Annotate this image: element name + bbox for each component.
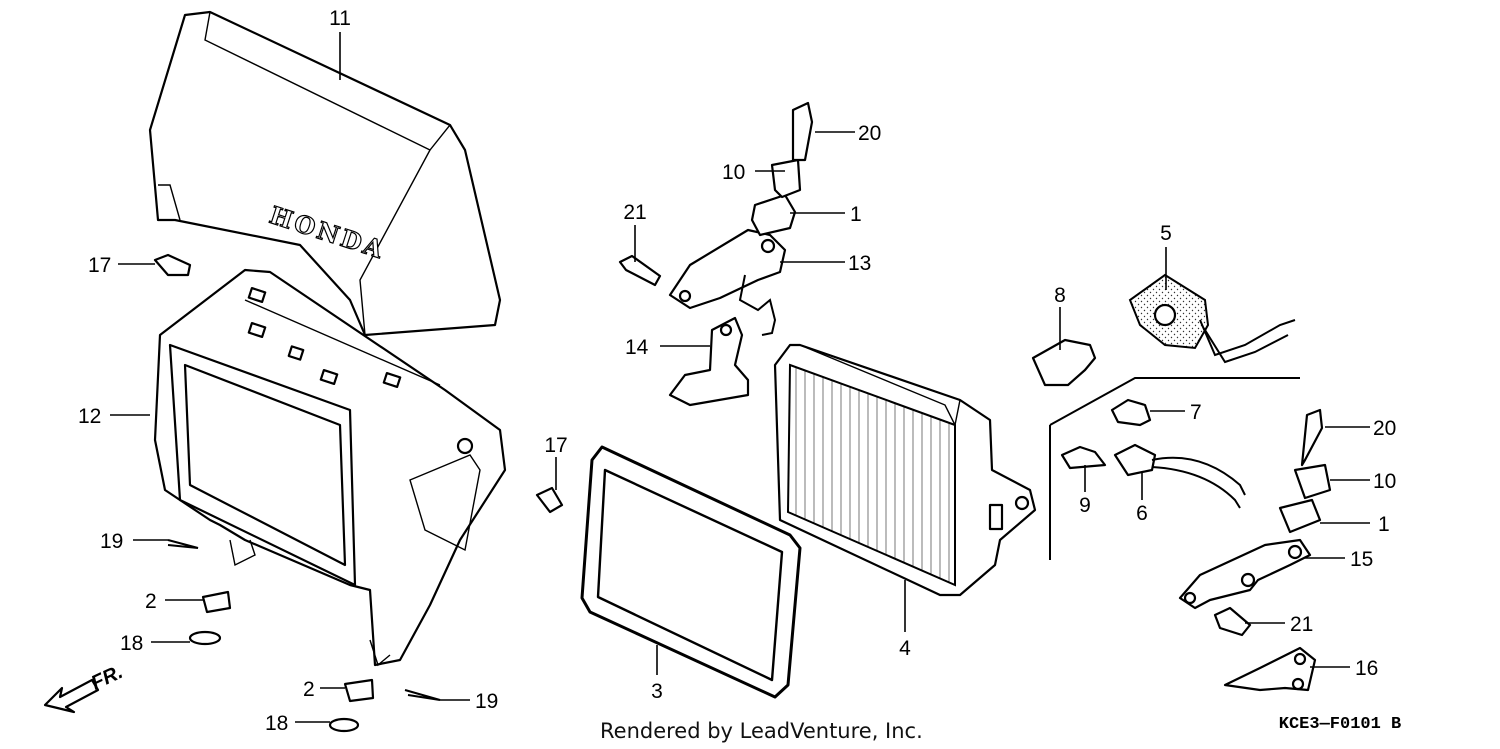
callout-17-left: 17 xyxy=(88,254,111,277)
callout-1-upper: 1 xyxy=(850,203,862,226)
callout-2-right: 2 xyxy=(303,678,315,701)
callout-11: 11 xyxy=(329,7,351,30)
visor-part-11: HONDA xyxy=(148,10,502,337)
sub-assembly-divider xyxy=(1049,377,1300,560)
bracket-part-14 xyxy=(668,316,750,407)
upper-mount-assembly xyxy=(618,101,814,336)
callout-6: 6 xyxy=(1136,502,1148,525)
callout-17-right: 17 xyxy=(544,434,567,457)
bulbs-and-sockets xyxy=(1031,338,1246,509)
headlight-unit-part-4 xyxy=(773,343,1037,597)
callout-1-lower: 1 xyxy=(1378,513,1390,536)
callout-4: 4 xyxy=(899,637,911,660)
bolts-part-17 xyxy=(153,253,564,514)
headlight-case-part-12 xyxy=(153,268,507,667)
callout-7: 7 xyxy=(1190,401,1202,424)
callout-20-upper: 20 xyxy=(858,122,881,145)
render-credit: Rendered by LeadVenture, Inc. xyxy=(600,719,923,743)
callout-5: 5 xyxy=(1160,222,1172,245)
callout-8: 8 xyxy=(1054,284,1066,307)
right-mount-assembly xyxy=(1178,408,1332,692)
callout-2-left: 2 xyxy=(145,590,157,613)
callout-19-right: 19 xyxy=(475,690,498,713)
callout-12: 12 xyxy=(78,405,101,428)
drawing-code: KCE3—F0101 B xyxy=(1279,715,1401,734)
callout-labels: 11 20 10 21 1 13 5 17 8 14 12 7 20 17 10… xyxy=(78,7,1396,735)
headlight-seal-part-3 xyxy=(580,445,802,699)
callout-18-left: 18 xyxy=(120,632,143,655)
callout-10-lower: 10 xyxy=(1373,470,1396,493)
leader-lines xyxy=(110,32,1370,723)
callout-13: 13 xyxy=(848,252,871,275)
callout-18-right: 18 xyxy=(265,712,288,735)
small-hardware xyxy=(167,539,441,733)
callout-15: 15 xyxy=(1350,548,1373,571)
front-arrow-icon xyxy=(43,678,100,714)
callout-9: 9 xyxy=(1079,494,1091,517)
callout-20-lower: 20 xyxy=(1373,417,1396,440)
callout-16: 16 xyxy=(1355,657,1378,680)
callout-21-upper: 21 xyxy=(623,201,646,224)
callout-3: 3 xyxy=(651,680,663,703)
callout-21-lower: 21 xyxy=(1290,613,1313,636)
front-direction-indicator: FR. xyxy=(43,661,126,714)
horn-part-5 xyxy=(1128,273,1296,364)
callout-19-left: 19 xyxy=(100,530,123,553)
callout-14: 14 xyxy=(625,336,649,359)
callout-10-upper: 10 xyxy=(722,161,745,184)
